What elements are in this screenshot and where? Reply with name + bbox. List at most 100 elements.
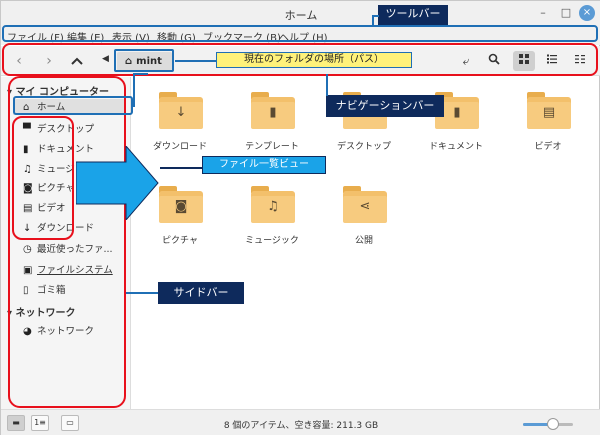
folder-documents[interactable]: ▮ xyxy=(431,89,481,133)
path-crumb-mint[interactable]: ⌂mint xyxy=(117,52,172,71)
annotation-line-path xyxy=(175,60,216,62)
annotation-box-home xyxy=(13,96,133,115)
window-title: ホーム xyxy=(284,9,318,22)
menu-bookmarks[interactable]: ブックマーク (B) xyxy=(203,33,281,44)
sidebar-item-recent[interactable]: ◷最近使ったファ... xyxy=(23,244,113,255)
trash-icon: ▯ xyxy=(23,285,29,296)
folder-templates[interactable]: ▮ xyxy=(247,89,297,133)
annotation-line-file-view xyxy=(160,167,202,169)
show-places-button[interactable]: ▬ xyxy=(7,415,25,431)
sidebar-item-trash[interactable]: ▯ゴミ箱 xyxy=(23,285,66,296)
menu-file[interactable]: ファイル (F) xyxy=(7,33,64,44)
film-icon: ▤ xyxy=(23,203,33,214)
zoom-slider-knob[interactable] xyxy=(547,418,559,430)
annotation-line-home-v xyxy=(133,73,135,107)
annotation-label-path: 現在のフォルダの場所（パス） xyxy=(216,52,412,68)
folder-music[interactable]: ♫ xyxy=(247,183,297,227)
sidebar: ▾ マイ コンピューター ⌂ホーム ▀デスクトップ ▮ドキュメント ♫ミュージッ… xyxy=(1,77,131,409)
compact-view-icon xyxy=(575,55,585,64)
zoom-slider-fill xyxy=(523,423,553,426)
sidebar-item-downloads[interactable]: ↓ダウンロード xyxy=(23,223,95,234)
minimize-button[interactable]: – xyxy=(540,6,546,19)
desktop-icon: ▀ xyxy=(23,124,31,135)
annotation-label-navbar: ナビゲーションバー xyxy=(326,95,444,117)
crumb-left-arrow[interactable]: ◀ xyxy=(102,54,109,64)
annotation-line-home-h xyxy=(133,73,148,75)
menu-go[interactable]: 移動 (G) xyxy=(157,33,196,44)
menu-edit[interactable]: 編集 (E) xyxy=(67,33,105,44)
compact-view-button[interactable] xyxy=(569,51,591,71)
hide-sidebar-button[interactable]: ▭ xyxy=(61,415,79,431)
folder-videos[interactable]: ▤ xyxy=(523,89,573,133)
list-view-icon xyxy=(547,54,557,64)
maximize-button[interactable]: □ xyxy=(560,6,572,19)
icon-view-button[interactable] xyxy=(513,51,535,71)
menu-help[interactable]: ヘルプ (H) xyxy=(279,33,328,44)
network-icon: ◕ xyxy=(23,326,32,337)
home-icon: ⌂ xyxy=(23,102,30,113)
location-toggle-icon: ⤶ xyxy=(462,54,470,68)
status-text: 8 個のアイテム、空き容量: 211.3 GB xyxy=(223,421,379,431)
search-button[interactable] xyxy=(483,51,505,71)
annotation-line-toolbar xyxy=(372,15,379,17)
sidebar-item-documents[interactable]: ▮ドキュメント xyxy=(23,144,95,155)
back-button[interactable]: ‹ xyxy=(9,52,29,70)
path-crumb-label: mint xyxy=(136,56,162,67)
show-treeview-button[interactable]: 1≡ xyxy=(31,415,49,431)
annotation-label-sidebar: サイドバー xyxy=(158,282,244,304)
annotation-box-places xyxy=(12,116,74,240)
share-icon: ⋖ xyxy=(359,199,371,214)
sidebar-item-home[interactable]: ⌂ホーム xyxy=(13,99,125,115)
forward-button[interactable]: › xyxy=(39,52,59,70)
folder-label-music: ミュージック xyxy=(245,236,299,246)
folder-label-pictures: ピクチャ xyxy=(162,236,198,246)
grid-view-icon xyxy=(519,54,529,64)
folder-pictures[interactable]: ◙ xyxy=(155,183,205,227)
annotation-line-toolbar-v xyxy=(372,15,374,27)
toggle-location-button[interactable]: ⤶ xyxy=(455,51,477,71)
document-icon: ▮ xyxy=(453,105,461,120)
document-icon: ▮ xyxy=(23,144,29,155)
chevron-left-icon: ‹ xyxy=(16,53,22,69)
up-button[interactable] xyxy=(67,52,87,70)
chevron-up-icon xyxy=(71,57,83,65)
folder-label-downloads: ダウンロード xyxy=(152,142,207,152)
annotation-box-sidebar xyxy=(8,76,126,408)
music-icon: ♫ xyxy=(267,199,279,214)
annotation-arrow-file-view xyxy=(76,146,159,220)
annotation-box-navbar xyxy=(2,43,598,76)
sidebar-item-music[interactable]: ♫ミュージック xyxy=(23,164,94,175)
download-icon: ↓ xyxy=(23,223,32,234)
annotation-box-toolbar xyxy=(2,25,598,42)
list-view-button[interactable] xyxy=(541,51,563,71)
search-icon xyxy=(488,53,500,65)
music-icon: ♫ xyxy=(23,164,32,175)
home-icon: ⌂ xyxy=(125,56,133,67)
template-icon: ▮ xyxy=(269,105,277,120)
annotation-line-navbar xyxy=(326,74,328,96)
folder-public[interactable]: ⋖ xyxy=(339,183,389,227)
chevron-right-icon: › xyxy=(46,53,52,69)
camera-icon: ◙ xyxy=(174,199,188,214)
download-icon: ↓ xyxy=(175,105,187,120)
title-bar: ホーム – □ × xyxy=(1,1,600,27)
sidebar-item-pictures[interactable]: ◙ピクチャ xyxy=(23,183,75,194)
close-button[interactable]: × xyxy=(579,5,595,21)
annotation-label-toolbar: ツールバー xyxy=(378,5,448,25)
sidebar-item-desktop[interactable]: ▀デスクトップ xyxy=(23,124,95,135)
clock-icon: ◷ xyxy=(23,244,32,255)
menu-view[interactable]: 表示 (V) xyxy=(112,33,150,44)
folder-downloads[interactable]: ↓ xyxy=(155,89,205,133)
annotation-line-sidebar xyxy=(126,292,158,294)
film-icon: ▤ xyxy=(542,105,556,120)
drive-icon: ▣ xyxy=(23,265,33,276)
status-bar: ▬ 1≡ ▭ 8 個のアイテム、空き容量: 211.3 GB xyxy=(1,409,600,435)
annotation-box-path xyxy=(114,49,174,72)
sidebar-item-videos[interactable]: ▤ビデオ xyxy=(23,203,66,214)
folder-label-documents: ドキュメント xyxy=(428,142,483,152)
sidebar-item-network[interactable]: ◕ネットワーク xyxy=(23,326,95,337)
zoom-slider[interactable] xyxy=(523,418,573,430)
folder-label-templates: テンプレート xyxy=(245,142,299,152)
sidebar-item-filesystem[interactable]: ▣ファイルシステム xyxy=(23,265,113,276)
